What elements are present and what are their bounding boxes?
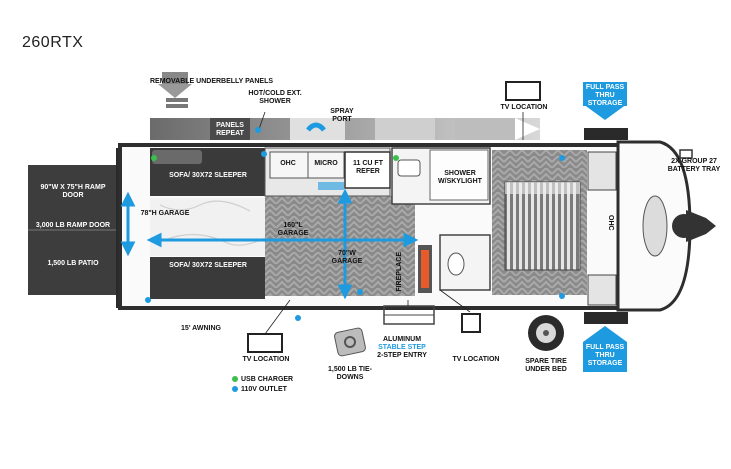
step-line1-label: ALUMINUM bbox=[382, 336, 422, 343]
micro-label: MICRO bbox=[314, 160, 338, 167]
tv-icon-top bbox=[505, 81, 541, 101]
tv-icon-mid bbox=[461, 313, 481, 333]
tie-downs-label: 1,500 LB TIE-DOWNS bbox=[328, 366, 372, 381]
refer-label: 11 CU FT REFER bbox=[353, 160, 383, 175]
fireplace-label: FIREPLACE bbox=[396, 252, 403, 292]
ramp-door-size-label: 90"W x 75"H RAMP DOOR bbox=[40, 184, 106, 199]
outlet-label: 110V OUTLET bbox=[241, 386, 287, 393]
spare-tire-label: SPARE TIRE UNDER BED bbox=[525, 358, 567, 373]
outlet-dots bbox=[145, 127, 565, 321]
spray-port-label: SPRAY PORT bbox=[330, 108, 354, 123]
step-line2-label: STABLE STEP bbox=[378, 344, 426, 351]
wardrobe-top bbox=[587, 151, 617, 191]
battery-icon bbox=[679, 149, 693, 159]
usb-charger-label: USB CHARGER bbox=[241, 376, 294, 383]
pass-thru-storage-bottom-arrow bbox=[583, 326, 627, 372]
garage-width-label: 70"W GARAGE bbox=[331, 250, 363, 265]
full-pass-top-label: FULL PASS THRU STORAGE bbox=[585, 84, 625, 107]
toilet-room bbox=[439, 234, 491, 291]
battery-tray-label: 2X GROUP 27 BATTERY TRAY bbox=[667, 158, 721, 173]
ohc-top-label: OHC bbox=[280, 160, 296, 167]
sofa-top-label: SOFA/ 30x72 SLEEPER bbox=[169, 172, 247, 179]
step-line3-label: 2-STEP ENTRY bbox=[377, 352, 427, 359]
tv-location-mid-label: TV LOCATION bbox=[452, 356, 500, 363]
outlet-dot-icon bbox=[232, 386, 238, 393]
garage-dimension-arrows bbox=[120, 188, 419, 300]
outlet-legend: 110V OUTLET bbox=[232, 386, 287, 394]
exterior-panel-strip bbox=[150, 118, 540, 140]
full-pass-bottom-label: FULL PASS THRU STORAGE bbox=[585, 344, 625, 367]
patio-label: 1,500 LB PATIO bbox=[47, 260, 99, 267]
sofa-bottom bbox=[150, 257, 265, 299]
tv-location-left-label: TV LOCATION bbox=[242, 356, 290, 363]
pass-thru-storage-top-arrow bbox=[583, 82, 627, 120]
tv-location-top-label: TV LOCATION bbox=[500, 104, 548, 111]
ramp-door-weight-label: 3,000 LB RAMP DOOR bbox=[35, 222, 111, 229]
garage-length-label: 160"L GARAGE bbox=[277, 222, 309, 237]
removable-panels-arrow-icon bbox=[158, 72, 192, 108]
garage-height-label: 78"H GARAGE bbox=[140, 210, 190, 217]
tie-down-icon bbox=[334, 327, 366, 357]
panels-repeat-label: PANELS REPEAT bbox=[216, 122, 244, 137]
removable-panels-label: REMOVABLE UNDERBELLY PANELS bbox=[150, 78, 274, 85]
shower-label: SHOWER w/SKYLIGHT bbox=[438, 170, 482, 185]
bed bbox=[504, 181, 581, 271]
model-name: 260RTX bbox=[22, 34, 84, 51]
living-floor bbox=[265, 196, 415, 296]
hot-cold-shower-label: HOT/COLD EXT. SHOWER bbox=[248, 90, 302, 105]
wardrobe-bottom bbox=[587, 274, 617, 306]
ohc-bed-label: OHC bbox=[607, 215, 614, 231]
awning-label: 15' AWNING bbox=[181, 325, 221, 332]
usb-charger-legend: USB CHARGER bbox=[232, 376, 293, 384]
sofa-bottom-label: SOFA/ 30x72 SLEEPER bbox=[169, 262, 247, 269]
tv-icon-left bbox=[247, 333, 283, 353]
hitch bbox=[686, 210, 716, 242]
garage-floor bbox=[150, 198, 270, 256]
usb-dot-icon bbox=[232, 376, 238, 383]
